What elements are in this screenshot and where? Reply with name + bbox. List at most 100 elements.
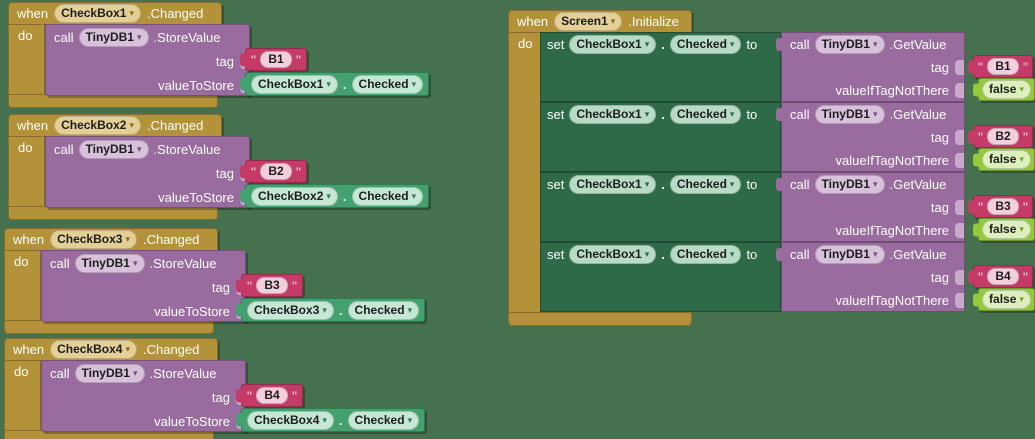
logic-false-block[interactable]: false▾ bbox=[978, 218, 1035, 241]
tag-param-row: tag bbox=[46, 49, 249, 73]
tinydb-dropdown[interactable]: TinyDB1▾ bbox=[78, 27, 149, 47]
text-string-block[interactable]: " B3 " bbox=[973, 195, 1033, 218]
tinydb-dropdown[interactable]: TinyDB1▾ bbox=[74, 253, 145, 273]
getter-component-dropdown[interactable]: CheckBox3▾ bbox=[247, 300, 334, 320]
string-value-field[interactable]: B1 bbox=[260, 51, 292, 68]
getter-property-dropdown[interactable]: Checked▾ bbox=[351, 186, 424, 206]
logic-false-block[interactable]: false▾ bbox=[978, 288, 1035, 311]
valuetostore-label: valueToStore bbox=[158, 189, 234, 205]
set-checked-block[interactable]: set CheckBox1▾ . Checked▾ to bbox=[540, 32, 781, 102]
dropdown-arrow-icon: ▾ bbox=[644, 39, 650, 49]
setter-component-dropdown[interactable]: CheckBox1▾ bbox=[569, 175, 657, 194]
logic-dropdown[interactable]: false▾ bbox=[982, 80, 1031, 99]
to-label: to bbox=[746, 177, 758, 192]
setter-property-dropdown[interactable]: Checked▾ bbox=[669, 35, 742, 54]
call-storevalue-block[interactable]: call TinyDB1▾ .StoreValue tag valueToSto… bbox=[41, 360, 246, 432]
when-checkbox1-changed-block[interactable]: when CheckBox1▾ .Changed do call TinyDB1… bbox=[8, 2, 438, 112]
component-dropdown[interactable]: CheckBox3▾ bbox=[50, 230, 137, 249]
getter-property-dropdown[interactable]: Checked▾ bbox=[347, 300, 420, 320]
text-string-block[interactable]: " B4 " bbox=[973, 265, 1033, 288]
tinydb-dropdown[interactable]: TinyDB1▾ bbox=[78, 139, 149, 159]
tinydb-dropdown[interactable]: TinyDB1▾ bbox=[814, 175, 885, 194]
component-dropdown[interactable]: CheckBox2▾ bbox=[54, 116, 141, 135]
getter-component-dropdown[interactable]: CheckBox4▾ bbox=[247, 410, 334, 430]
string-value-field[interactable]: B4 bbox=[256, 387, 288, 404]
call-storevalue-block[interactable]: call TinyDB1▾ .StoreValue tag valueToSto… bbox=[41, 250, 246, 322]
text-string-block[interactable]: " B3 " bbox=[241, 274, 303, 297]
setter-property-dropdown[interactable]: Checked▾ bbox=[669, 245, 742, 264]
text-string-block[interactable]: " B4 " bbox=[241, 384, 303, 407]
setter-property-dropdown[interactable]: Checked▾ bbox=[669, 175, 742, 194]
setter-property-dropdown[interactable]: Checked▾ bbox=[669, 105, 742, 124]
event-name: .Changed bbox=[142, 342, 200, 357]
when-screen1-initialize-block[interactable]: when Screen1▾ .Initialize do set CheckBo… bbox=[508, 10, 1035, 330]
getter-property-dropdown[interactable]: Checked▾ bbox=[347, 410, 420, 430]
when-checkbox4-changed-block[interactable]: when CheckBox4▾ .Changed do call TinyDB1… bbox=[4, 338, 434, 439]
event-header[interactable]: when CheckBox1▾ .Changed bbox=[8, 2, 222, 25]
call-label: call bbox=[54, 29, 74, 45]
method-name: .StoreValue bbox=[149, 365, 217, 381]
valuetostore-param-row: valueToStore bbox=[42, 409, 245, 433]
getter-component-dropdown[interactable]: CheckBox1▾ bbox=[251, 74, 338, 94]
string-value: B4 bbox=[995, 269, 1011, 283]
call-getvalue-block[interactable]: call TinyDB1▾ .GetValue tag valueIfTagNo… bbox=[776, 32, 965, 102]
close-quote: " bbox=[291, 278, 298, 293]
tinydb-dropdown[interactable]: TinyDB1▾ bbox=[814, 245, 885, 264]
setter-component-dropdown[interactable]: CheckBox1▾ bbox=[569, 105, 657, 124]
string-value-field[interactable]: B1 bbox=[987, 58, 1019, 75]
text-string-block[interactable]: " B2 " bbox=[245, 160, 307, 183]
component-name: CheckBox2 bbox=[61, 118, 127, 132]
text-string-block[interactable]: " B2 " bbox=[973, 125, 1033, 148]
logic-dropdown[interactable]: false▾ bbox=[982, 290, 1031, 309]
getter-component: CheckBox1 bbox=[258, 76, 324, 91]
open-quote: " bbox=[250, 164, 257, 179]
event-header[interactable]: when CheckBox3▾ .Changed bbox=[4, 228, 218, 251]
setter-component-dropdown[interactable]: CheckBox1▾ bbox=[569, 35, 657, 54]
logic-dropdown[interactable]: false▾ bbox=[982, 220, 1031, 239]
checkbox-checked-getter-block[interactable]: CheckBox1▾ . Checked▾ bbox=[245, 72, 429, 96]
text-string-block[interactable]: " B1 " bbox=[245, 48, 307, 71]
getter-property-dropdown[interactable]: Checked▾ bbox=[351, 74, 424, 94]
string-value-field[interactable]: B4 bbox=[987, 268, 1019, 285]
setter-property: Checked bbox=[676, 177, 727, 191]
string-value-field[interactable]: B3 bbox=[256, 277, 288, 294]
component-dropdown[interactable]: Screen1▾ bbox=[554, 12, 623, 31]
logic-dropdown[interactable]: false▾ bbox=[982, 150, 1031, 169]
component-dropdown[interactable]: CheckBox4▾ bbox=[50, 340, 137, 359]
event-header[interactable]: when CheckBox2▾ .Changed bbox=[8, 114, 222, 137]
component-dropdown[interactable]: CheckBox1▾ bbox=[54, 4, 141, 23]
when-checkbox3-changed-block[interactable]: when CheckBox3▾ .Changed do call TinyDB1… bbox=[4, 228, 434, 338]
checkbox-checked-getter-block[interactable]: CheckBox4▾ . Checked▾ bbox=[241, 408, 425, 432]
call-getvalue-block[interactable]: call TinyDB1▾ .GetValue tag valueIfTagNo… bbox=[776, 102, 965, 172]
tinydb-dropdown[interactable]: TinyDB1▾ bbox=[814, 105, 885, 124]
set-checked-block[interactable]: set CheckBox1▾ . Checked▾ to bbox=[540, 102, 781, 172]
call-getvalue-block[interactable]: call TinyDB1▾ .GetValue tag valueIfTagNo… bbox=[776, 242, 965, 312]
string-value-field[interactable]: B2 bbox=[987, 128, 1019, 145]
string-value-field[interactable]: B3 bbox=[987, 198, 1019, 215]
call-getvalue-block[interactable]: call TinyDB1▾ .GetValue tag valueIfTagNo… bbox=[776, 172, 965, 242]
valuetostore-param-row: valueToStore bbox=[46, 185, 249, 209]
tinydb-dropdown[interactable]: TinyDB1▾ bbox=[74, 363, 145, 383]
call-row: call TinyDB1▾ .StoreValue bbox=[42, 361, 245, 385]
when-checkbox2-changed-block[interactable]: when CheckBox2▾ .Changed do call TinyDB1… bbox=[8, 114, 438, 224]
open-quote: " bbox=[246, 388, 253, 403]
string-value-field[interactable]: B2 bbox=[260, 163, 292, 180]
call-storevalue-block[interactable]: call TinyDB1▾ .StoreValue tag valueToSto… bbox=[45, 136, 250, 208]
logic-false-block[interactable]: false▾ bbox=[978, 148, 1035, 171]
checkbox-checked-getter-block[interactable]: CheckBox3▾ . Checked▾ bbox=[241, 298, 425, 322]
tinydb-name: TinyDB1 bbox=[85, 141, 134, 156]
text-string-block[interactable]: " B1 " bbox=[973, 55, 1033, 78]
checkbox-checked-getter-block[interactable]: CheckBox2▾ . Checked▾ bbox=[245, 184, 429, 208]
setter-component-dropdown[interactable]: CheckBox1▾ bbox=[569, 245, 657, 264]
event-header[interactable]: when Screen1▾ .Initialize bbox=[508, 10, 692, 33]
event-header[interactable]: when CheckBox4▾ .Changed bbox=[4, 338, 218, 361]
getter-component-dropdown[interactable]: CheckBox2▾ bbox=[251, 186, 338, 206]
set-checked-block[interactable]: set CheckBox1▾ . Checked▾ to bbox=[540, 172, 781, 242]
call-storevalue-block[interactable]: call TinyDB1▾ .StoreValue tag valueToSto… bbox=[45, 24, 250, 96]
tag-param-row: tag bbox=[46, 161, 249, 185]
tinydb-dropdown[interactable]: TinyDB1▾ bbox=[814, 35, 885, 54]
call-row: call TinyDB1▾ .GetValue bbox=[782, 243, 964, 266]
set-checked-block[interactable]: set CheckBox1▾ . Checked▾ to bbox=[540, 242, 781, 312]
logic-false-block[interactable]: false▾ bbox=[978, 78, 1035, 101]
